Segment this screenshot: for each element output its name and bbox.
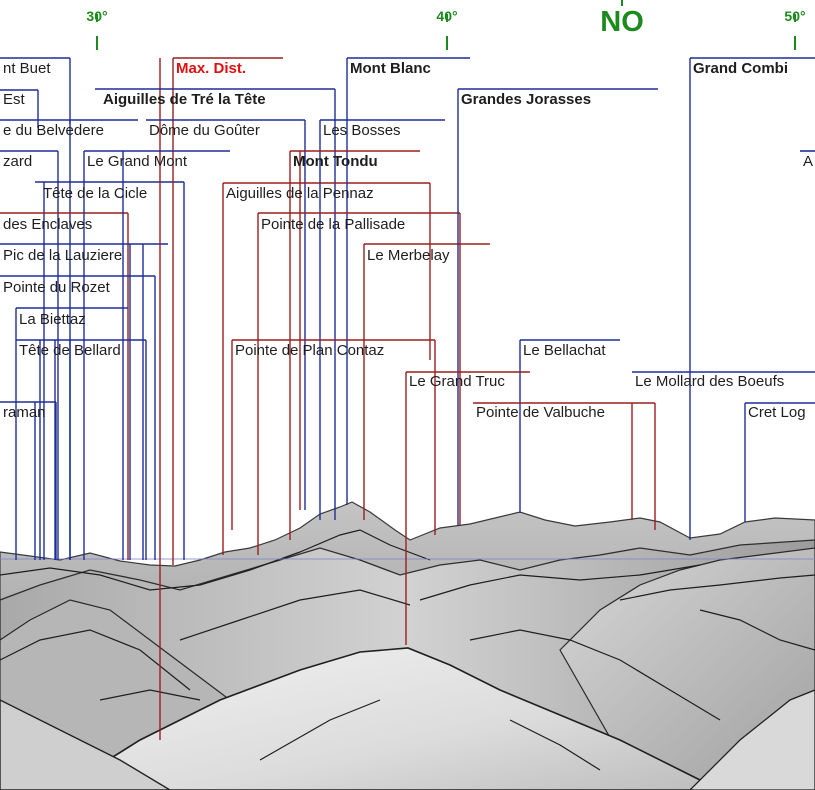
peak-label-est[interactable]: Est bbox=[3, 91, 25, 108]
peak-label-mont-tondu[interactable]: Mont Tondu bbox=[293, 153, 378, 170]
compass-tick-40-label: 40° bbox=[436, 8, 458, 24]
compass-tick-50-label: 50° bbox=[784, 8, 806, 24]
foreground-right bbox=[689, 689, 815, 790]
peak-label-zard[interactable]: zard bbox=[3, 153, 33, 170]
peak-label-les-bosses[interactable]: Les Bosses bbox=[323, 122, 401, 139]
foreground-left bbox=[0, 699, 172, 790]
near-peak bbox=[58, 647, 721, 790]
peak-label-a-cut[interactable]: A bbox=[803, 153, 814, 170]
peak-label-raman[interactable]: raman bbox=[3, 404, 46, 421]
peak-label-pallisade[interactable]: Pointe de la Pallisade bbox=[261, 216, 406, 233]
peak-label-cicle[interactable]: Tête de la Cicle bbox=[43, 185, 148, 202]
peak-label-grandes-jorasses[interactable]: Grandes Jorasses bbox=[461, 91, 592, 108]
peak-label-mollard-des-boeufs[interactable]: Le Mollard des Boeufs bbox=[635, 373, 785, 390]
peak-label-belvedere[interactable]: e du Belvedere bbox=[3, 122, 104, 139]
ridge-lines bbox=[0, 529, 815, 771]
peak-label-grand-truc[interactable]: Le Grand Truc bbox=[409, 373, 505, 390]
peak-label-valbuche[interactable]: Pointe de Valbuche bbox=[476, 404, 605, 421]
peak-label-plan-contaz[interactable]: Pointe de Plan Contaz bbox=[235, 342, 385, 359]
max-distance-label[interactable]: Max. Dist. bbox=[176, 60, 247, 77]
compass-direction-label: NO bbox=[600, 6, 644, 38]
peak-label-cret-log[interactable]: Cret Log bbox=[748, 404, 806, 421]
peak-label-merbelay[interactable]: Le Merbelay bbox=[367, 247, 450, 264]
peak-label-mont-buet[interactable]: nt Buet bbox=[3, 60, 51, 77]
peak-label-lauziere[interactable]: Pic de la Lauziere bbox=[3, 247, 123, 264]
peak-label-enclaves[interactable]: des Enclaves bbox=[3, 216, 93, 233]
peak-label-bellard[interactable]: Tête de Bellard bbox=[19, 342, 121, 359]
peak-label-grand-combin[interactable]: Grand Combi bbox=[693, 60, 789, 77]
peak-label-bellachat[interactable]: Le Bellachat bbox=[523, 342, 606, 359]
right-slope bbox=[559, 547, 815, 790]
compass-tick-30-label: 30° bbox=[86, 8, 108, 24]
peak-label-grand-mont[interactable]: Le Grand Mont bbox=[87, 153, 188, 170]
peak-label-dome-du-gouter[interactable]: Dôme du Goûter bbox=[149, 122, 260, 139]
peak-label-tre-la-tete[interactable]: Aiguilles de Tré la Tête bbox=[103, 91, 266, 108]
peak-label-rozet[interactable]: Pointe du Rozet bbox=[3, 279, 110, 296]
peak-label-mont-blanc[interactable]: Mont Blanc bbox=[350, 60, 431, 77]
peak-label-pennaz[interactable]: Aiguilles de la Pennaz bbox=[226, 185, 374, 202]
peak-label-biettaz[interactable]: La Biettaz bbox=[19, 311, 86, 328]
